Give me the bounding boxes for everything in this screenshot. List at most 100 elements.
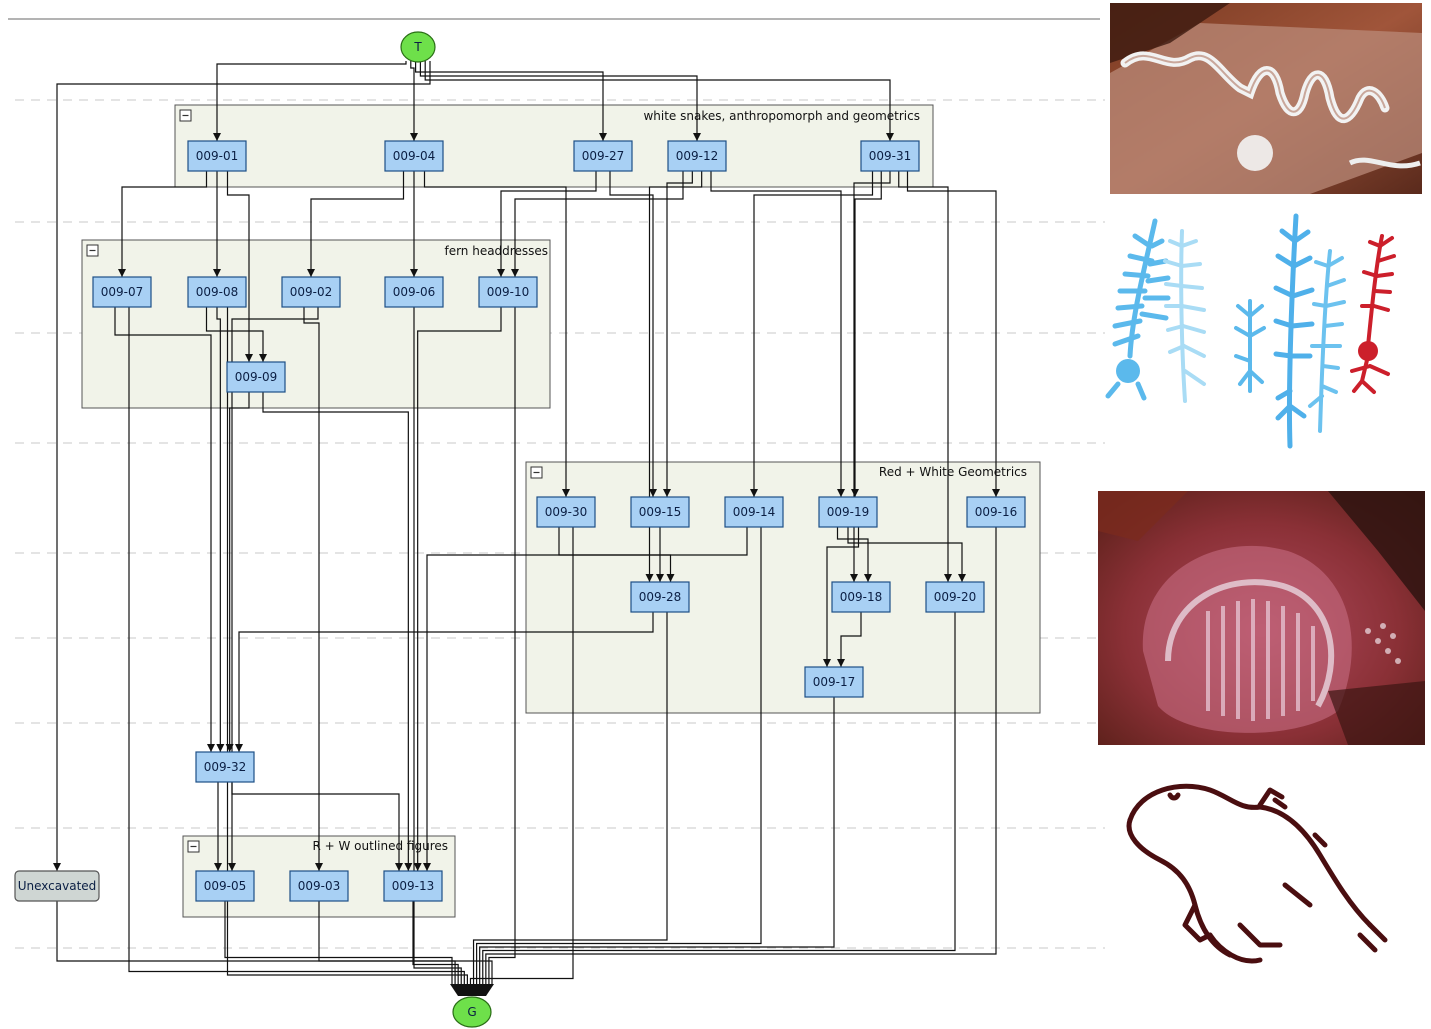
node-label: 009-31 [869, 149, 912, 163]
context-node-009-09[interactable]: 009-09 [226, 361, 286, 393]
node-label: 009-13 [392, 879, 435, 893]
context-node-009-27[interactable]: 009-27 [573, 140, 633, 172]
context-node-009-30[interactable]: 009-30 [536, 496, 596, 528]
edge-009-12-to-009-19 [710, 171, 845, 497]
fern-headdress-figures-illustration [1100, 206, 1400, 456]
edge-T-to-009-27 [415, 61, 607, 141]
node-label: Unexcavated [18, 879, 97, 893]
edge-009-28-to-G [472, 612, 668, 984]
group-title: fern headdresses [444, 244, 548, 258]
context-node-009-08[interactable]: 009-08 [187, 276, 247, 308]
svg-text:G: G [467, 1005, 476, 1019]
context-node-009-10[interactable]: 009-10 [478, 276, 538, 308]
context-node-009-28[interactable]: 009-28 [630, 581, 690, 613]
edge-009-19-to-009-18 [836, 527, 872, 582]
node-label: 009-07 [101, 285, 144, 299]
edge-Unexcavated-to-G [56, 901, 493, 984]
edge-009-13-to-G [412, 901, 459, 984]
node-label: 009-14 [733, 505, 776, 519]
edge-009-10-to-009-13 [413, 307, 502, 871]
context-node-009-31[interactable]: 009-31 [860, 140, 920, 172]
edge-009-01-to-009-09 [226, 171, 253, 362]
group-title: white snakes, anthropomorph and geometri… [643, 109, 920, 123]
edge-009-27-to-009-10 [497, 171, 597, 277]
node-label: 009-18 [840, 590, 883, 604]
group-g1: white snakes, anthropomorph and geometri… [174, 104, 934, 188]
edge-009-02-to-009-03 [303, 307, 323, 871]
terminal-top-node[interactable]: T [400, 31, 436, 63]
context-node-009-20[interactable]: 009-20 [925, 581, 985, 613]
context-node-009-32[interactable]: 009-32 [195, 751, 255, 783]
edge-009-19-to-009-17 [823, 527, 860, 667]
node-label: 009-12 [676, 149, 719, 163]
edge-009-17-to-G [479, 697, 835, 984]
context-node-009-15[interactable]: 009-15 [630, 496, 690, 528]
context-node-009-17[interactable]: 009-17 [804, 666, 864, 698]
edge-009-31-to-009-18 [850, 171, 891, 582]
edge-009-09-to-009-13 [262, 392, 413, 871]
collapse-group-button[interactable] [179, 109, 192, 122]
context-node-009-14[interactable]: 009-14 [724, 496, 784, 528]
edge-009-18-to-009-17 [837, 612, 862, 667]
edge-009-28-to-009-32 [235, 612, 654, 752]
context-node-009-06[interactable]: 009-06 [384, 276, 444, 308]
edge-T-to-009-04 [410, 61, 418, 141]
node-label: 009-30 [545, 505, 588, 519]
node-label: 009-05 [204, 879, 247, 893]
terminal-bottom-node[interactable]: G [450, 984, 494, 1028]
context-node-009-01[interactable]: 009-01 [187, 140, 247, 172]
node-label: 009-09 [235, 370, 278, 384]
edge-009-06-to-G [413, 307, 462, 984]
node-label: 009-27 [582, 149, 625, 163]
node-label: 009-02 [290, 285, 333, 299]
node-label: 009-06 [393, 285, 436, 299]
context-node-009-12[interactable]: 009-12 [667, 140, 727, 172]
edge-009-08-to-009-32 [216, 307, 225, 752]
context-node-009-13[interactable]: 009-13 [383, 870, 443, 902]
edge-009-02-to-009-05 [228, 307, 319, 871]
collapse-group-button[interactable] [86, 244, 99, 257]
edge-009-09-to-009-32 [225, 392, 250, 752]
edge-009-07-to-G [128, 307, 465, 984]
context-node-009-19[interactable]: 009-19 [818, 496, 878, 528]
edge-009-07-to-009-32 [114, 307, 215, 752]
edge-009-12-to-009-15 [663, 171, 693, 497]
node-label: 009-08 [196, 285, 239, 299]
context-node-009-05[interactable]: 009-05 [195, 870, 255, 902]
edge-009-01-to-009-07 [118, 171, 208, 277]
context-node-009-04[interactable]: 009-04 [384, 140, 444, 172]
collapse-group-button[interactable] [530, 466, 543, 479]
context-node-009-03[interactable]: 009-03 [289, 870, 349, 902]
edge-T-to-009-12 [419, 61, 701, 141]
edge-009-16-to-G [485, 527, 997, 984]
node-label: 009-04 [393, 149, 436, 163]
edge-009-04-to-009-02 [307, 171, 405, 277]
context-node-009-16[interactable]: 009-16 [966, 496, 1026, 528]
edge-009-12-to-009-10 [511, 171, 684, 277]
group-g2: fern headdresses [81, 239, 551, 409]
edge-009-08-to-G [226, 307, 468, 984]
edge-009-31-to-009-20 [898, 171, 952, 582]
node-label: 009-15 [639, 505, 682, 519]
white-snake-rock-art-photo [1110, 3, 1422, 194]
node-label: 009-10 [487, 285, 530, 299]
node-label: 009-03 [298, 879, 341, 893]
edge-009-05-to-G [224, 901, 453, 984]
unexcavated-node[interactable]: Unexcavated [14, 870, 100, 902]
node-label: 009-28 [639, 590, 682, 604]
context-node-009-07[interactable]: 009-07 [92, 276, 152, 308]
edge-009-31-to-009-19 [851, 171, 882, 497]
edge-009-30-to-G [469, 527, 574, 984]
collapse-group-button[interactable] [187, 840, 200, 853]
edge-009-10-to-G [488, 307, 516, 984]
context-node-009-18[interactable]: 009-18 [831, 581, 891, 613]
edge-merge-bar [450, 984, 494, 996]
red-white-geometric-rock-art-photo [1098, 491, 1425, 745]
group-title: R + W outlined figures [312, 839, 448, 853]
edge-009-31-to-009-16 [906, 171, 1000, 497]
svg-text:T: T [413, 40, 422, 54]
edges [53, 61, 1000, 984]
context-node-009-02[interactable]: 009-02 [281, 276, 341, 308]
edge-T-to-009-31 [424, 61, 894, 141]
edge-T-to-009-01 [213, 61, 407, 141]
